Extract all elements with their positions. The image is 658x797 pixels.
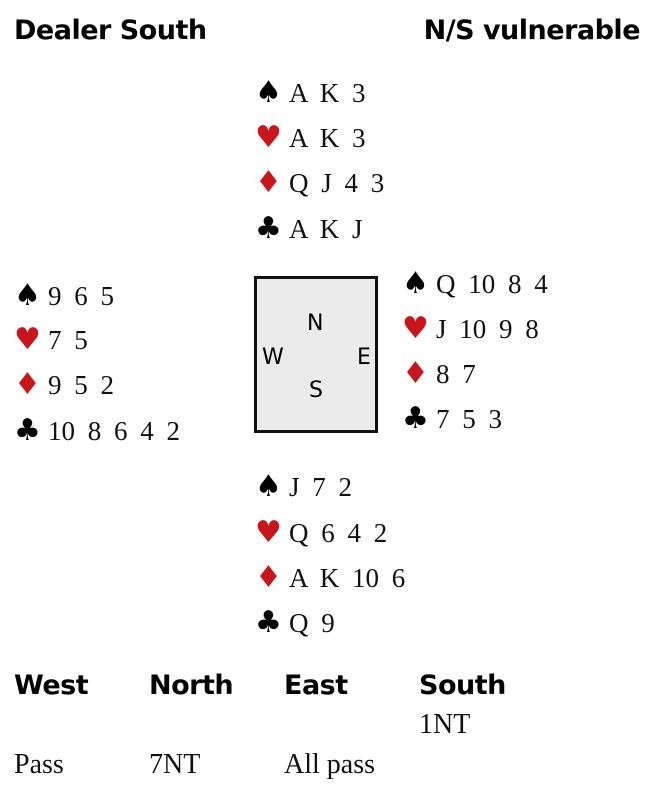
- club-icon: ♣: [255, 211, 282, 246]
- bidding-header-west: West: [14, 670, 89, 701]
- club-icon: ♣: [14, 413, 41, 448]
- heart-icon: ♥: [255, 120, 282, 155]
- bidding-header-east: East: [284, 670, 348, 701]
- south-clubs: Q 9: [289, 607, 335, 638]
- club-icon: ♣: [402, 401, 429, 436]
- south-spades: J 7 2: [289, 471, 353, 502]
- club-icon: ♣: [255, 605, 282, 640]
- south-hearts: Q 6 4 2: [289, 517, 388, 548]
- compass-south: S: [309, 378, 323, 403]
- dealer-label: Dealer South: [14, 15, 207, 46]
- spade-icon: ♠: [255, 469, 282, 504]
- bidding-header-north: North: [149, 670, 234, 701]
- east-hearts: J 10 9 8: [436, 313, 539, 344]
- spade-icon: ♠: [402, 266, 429, 301]
- diamond-icon: ♦: [255, 560, 282, 595]
- heart-icon: ♥: [14, 322, 41, 357]
- north-hearts: A K 3: [289, 122, 366, 153]
- heart-icon: ♥: [255, 515, 282, 550]
- east-clubs: 7 5 3: [436, 403, 502, 434]
- east-diamonds: 8 7: [436, 358, 476, 389]
- compass-east: E: [357, 345, 371, 370]
- south-diamonds: A K 10 6: [289, 562, 406, 593]
- north-spades: A K 3: [289, 77, 366, 108]
- north-diamonds: Q J 4 3: [289, 167, 385, 198]
- west-hearts: 7 5: [48, 324, 88, 355]
- spade-icon: ♠: [14, 278, 41, 313]
- compass-west: W: [262, 345, 284, 370]
- diamond-icon: ♦: [14, 367, 41, 402]
- heart-icon: ♥: [402, 311, 429, 346]
- east-spades: Q 10 8 4: [436, 268, 548, 299]
- west-diamonds: 9 5 2: [48, 369, 114, 400]
- diamond-icon: ♦: [255, 165, 282, 200]
- north-clubs: A K J: [289, 213, 363, 244]
- bid-south-1: 1NT: [419, 709, 471, 740]
- west-spades: 9 6 5: [48, 280, 114, 311]
- spade-icon: ♠: [255, 75, 282, 110]
- bid-north-1: 7NT: [149, 749, 201, 780]
- bidding-header-south: South: [419, 670, 506, 701]
- diamond-icon: ♦: [402, 356, 429, 391]
- vulnerability-label: N/S vulnerable: [423, 15, 641, 46]
- compass-north: N: [307, 311, 324, 336]
- compass-box: N W E S: [254, 276, 378, 433]
- bid-west-1: Pass: [14, 749, 64, 780]
- west-clubs: 10 8 6 4 2: [48, 415, 180, 446]
- bid-east-1: All pass: [284, 749, 375, 780]
